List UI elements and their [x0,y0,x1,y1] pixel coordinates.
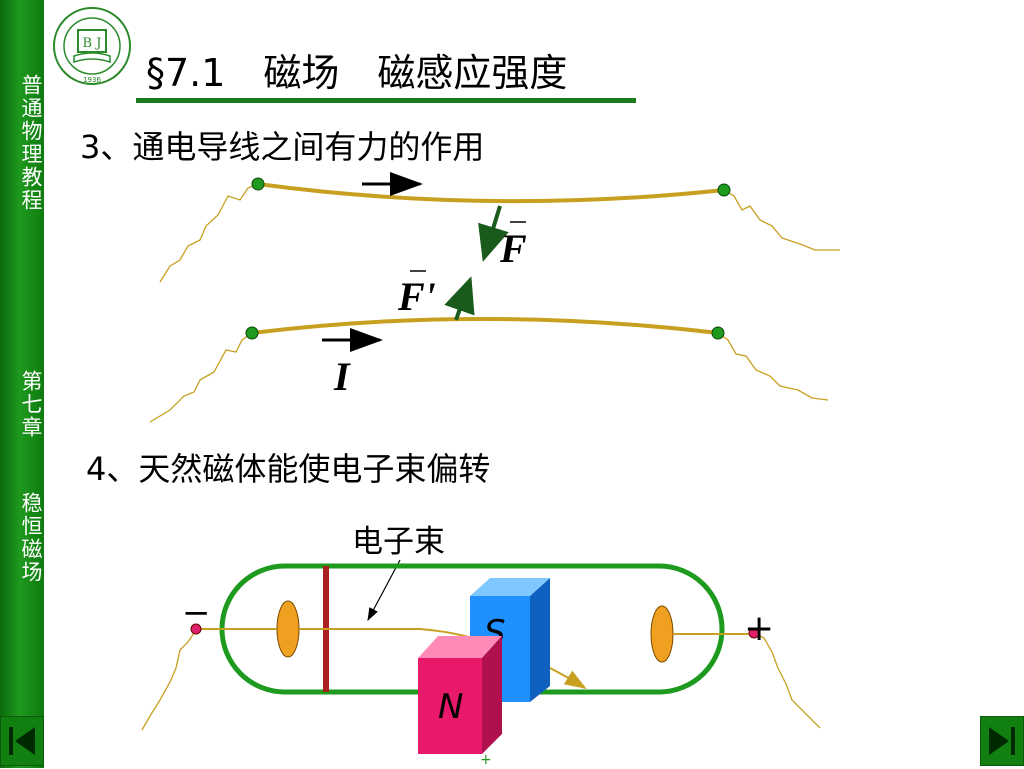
svg-text:B J: B J [83,36,102,51]
force-prime-label: F' [397,274,436,319]
previous-slide-button[interactable] [0,716,44,766]
previous-arrow-icon [9,727,35,755]
parallel-wires-diagram: F F' I [149,172,840,423]
lower-wire-left-node [245,326,259,340]
lower-right-lead [717,332,829,401]
electron-beam-label: 电子束 [352,524,445,560]
upper-wire [257,182,725,204]
upper-left-lead [159,183,259,283]
cathode-electrode [276,600,300,658]
upper-right-lead [723,189,840,251]
north-pole-label: N [438,687,463,727]
positive-sign: + [744,608,774,649]
page-mark: + [480,752,492,768]
left-terminal-lead [141,629,197,731]
page-title: §7.1 磁场 磁感应强度 [146,51,568,95]
lower-wire [251,317,719,335]
positive-terminal [748,627,760,639]
force-arrow-down [478,205,509,262]
section4-heading: 4、天然磁体能使电子束偏转 [86,450,491,488]
right-terminal-lead [753,632,821,729]
section3-heading: 3、通电导线之间有力的作用 [80,128,485,166]
negative-terminal [190,623,202,635]
current-label: I [333,354,351,399]
force-arrow-up [444,276,475,321]
sidebar-chapter-label: 第七章 [19,370,43,439]
force-label: F [499,226,527,271]
upper-wire-right-node [717,183,731,197]
negative-sign: − [182,593,211,633]
lower-wire-right-node [711,326,725,340]
university-logo: B J 1936 [53,7,131,85]
title-underline [136,98,636,103]
sidebar-topic-label: 稳恒磁场 [19,492,43,584]
sidebar-course-label: 普通物理教程 [19,74,43,212]
anode-electrode [650,605,674,663]
logo-year: 1936 [83,76,101,84]
next-arrow-icon [989,727,1015,755]
sidebar: 普通物理教程 第七章 稳恒磁场 [0,0,44,768]
lower-left-lead [149,332,253,423]
north-magnet: N [418,636,502,754]
electron-beam-tube-diagram: 电子束 − + S N [141,524,821,768]
beam-label-pointer [367,559,401,622]
next-slide-button[interactable] [980,716,1024,766]
upper-wire-left-node [251,177,265,191]
